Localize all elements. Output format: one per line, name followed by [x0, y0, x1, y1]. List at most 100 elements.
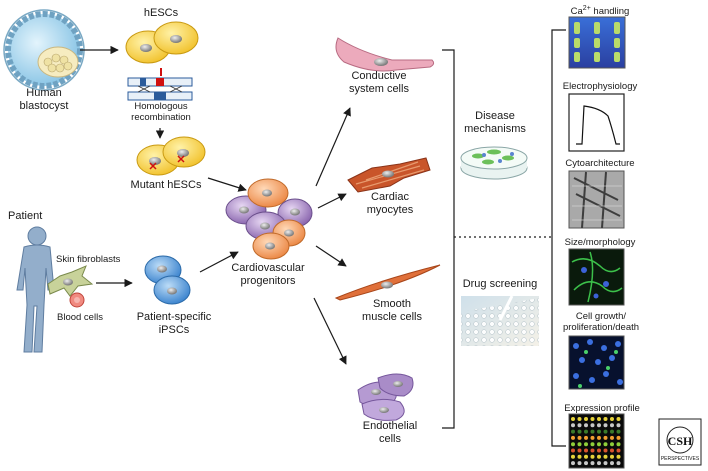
microarray-spot [590, 461, 595, 466]
microarray-spot [597, 423, 601, 428]
microarray-spot [571, 461, 575, 466]
cytoarchitecture-label: Cytoarchitecture [565, 158, 635, 169]
microarray-spot [590, 454, 595, 459]
microarray-spot [610, 423, 614, 428]
microarray-spot [577, 429, 582, 434]
patient-label: Patient [8, 210, 43, 222]
smooth-muscle-cell [334, 264, 441, 301]
microarray-spot [610, 454, 614, 459]
microarray-spot [597, 448, 601, 453]
microarray-spot [616, 423, 621, 428]
microarray-spot [577, 435, 582, 440]
calcium-panel [568, 16, 626, 69]
culture-dish [460, 146, 528, 180]
brackets [442, 29, 566, 447]
cell-growth-panel [568, 335, 625, 390]
logo-text: CSH [668, 434, 693, 448]
mutant-hesc-label: Mutant hESCs [130, 179, 202, 191]
microarray-spot [584, 448, 588, 453]
microarray-spot [603, 417, 608, 421]
electrophysiology-panel [568, 93, 625, 152]
skin-fibroblast-label: Skin fibroblasts [56, 254, 121, 265]
microarray-spot [597, 435, 601, 440]
microarray-spot [571, 442, 575, 447]
microarray-spot [590, 448, 595, 453]
microarray-spot [603, 461, 608, 466]
progenitor-cells [225, 178, 313, 260]
microarray-spot [577, 461, 582, 466]
skin-fibroblast-cell [47, 265, 94, 297]
conductive-cell [335, 37, 435, 72]
microarray-spot [597, 417, 601, 421]
microarray-spot [603, 448, 608, 453]
microarray-spot [584, 423, 588, 428]
microarray-spot [590, 442, 595, 447]
microarray-spot [597, 461, 601, 466]
hesc-cells [125, 21, 199, 64]
microarray-spot [610, 435, 614, 440]
microarray-spot [603, 442, 608, 447]
microarray-spot [616, 461, 621, 466]
cytoarchitecture-panel [568, 170, 625, 229]
microarray-spot [597, 454, 601, 459]
cell-growth-label: Cell growth/proliferation/death [562, 311, 640, 333]
process-arrows [80, 45, 351, 365]
microarray-spot [597, 442, 601, 447]
microarray-spot [584, 435, 588, 440]
microarray-spot [584, 442, 588, 447]
dna-construct [127, 77, 193, 101]
blood-cell [69, 292, 85, 308]
electrophysiology-label: Electrophysiology [562, 81, 638, 92]
microarray-spot [590, 423, 595, 428]
microarray-spot [571, 435, 575, 440]
csh-perspectives-logo: CSH PERSPECTIVES [658, 418, 702, 466]
microarray-spot [610, 429, 614, 434]
microarray-spot [577, 423, 582, 428]
microarray-spot [610, 417, 614, 421]
microarray-spot [603, 423, 608, 428]
microarray-spot [571, 454, 575, 459]
microarray-spot [590, 417, 595, 421]
microarray-spot [577, 448, 582, 453]
microarray-spot [603, 454, 608, 459]
calcium-handling-label: Ca2+ handling [570, 5, 630, 18]
microarray-spot [571, 429, 575, 434]
microarray-spot [616, 442, 621, 447]
microarray-spot [571, 448, 575, 453]
size-morphology-label: Size/morphology [564, 237, 636, 248]
microarray-spot [577, 454, 582, 459]
microarray-spot [610, 442, 614, 447]
microarray-spot [577, 417, 582, 421]
blastocyst-illustration [3, 9, 85, 91]
microarray-spot [616, 454, 621, 459]
size-morphology-panel [568, 248, 625, 306]
microarray-spot [584, 429, 588, 434]
microarray-spot [571, 417, 575, 421]
microarray-spot [577, 442, 582, 447]
microarray-spot [584, 417, 588, 421]
microarray-spot [616, 448, 621, 453]
logo-subtext: PERSPECTIVES [661, 456, 700, 462]
microarray-spot [584, 461, 588, 466]
drug-screening-label: Drug screening [462, 278, 538, 290]
patient-figure [16, 226, 55, 353]
microarray-spot [603, 429, 608, 434]
microarray-spot [590, 435, 595, 440]
microarray-spot [603, 435, 608, 440]
expression-profile-panel [568, 413, 625, 469]
microarray-spot [584, 454, 588, 459]
blood-cell-label: Blood cells [57, 312, 103, 323]
microarray-spot [616, 417, 621, 421]
mutant-hesc-cells [136, 136, 206, 176]
microarray-spot [610, 448, 614, 453]
